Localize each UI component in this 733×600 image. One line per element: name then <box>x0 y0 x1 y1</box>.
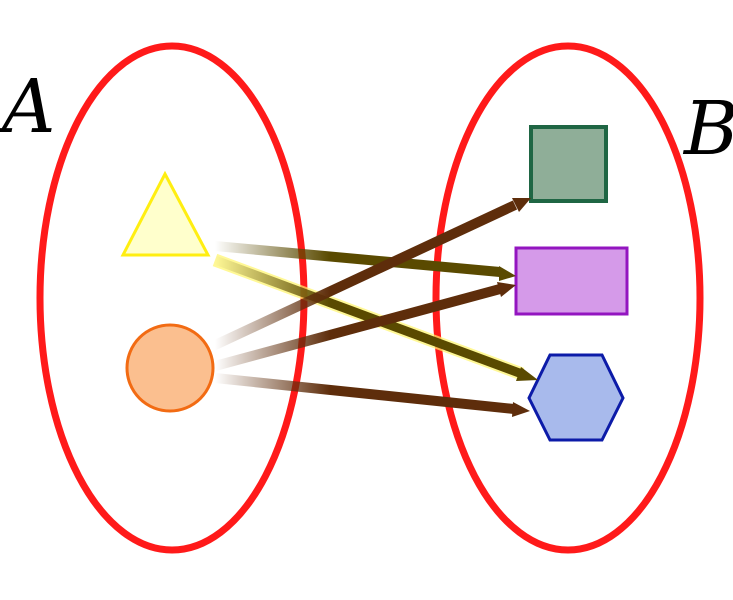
arrow-triangle-to-hexagon <box>212 253 538 381</box>
set-b-label: B <box>684 86 733 172</box>
rectangle-element <box>514 246 629 316</box>
set-b-outline <box>432 42 704 554</box>
set-a-outline <box>36 42 308 554</box>
square-element <box>529 125 608 203</box>
triangle-element <box>120 170 211 257</box>
arrow-circle-to-hexagon <box>214 373 530 417</box>
arrow-circle-to-square <box>210 198 531 351</box>
arrow-triangle-to-rectangle <box>214 241 516 281</box>
arrow-circle-to-rectangle <box>213 282 516 371</box>
circle-element <box>125 323 215 413</box>
hexagon-element <box>527 353 625 442</box>
set-a-label: A <box>2 64 56 150</box>
